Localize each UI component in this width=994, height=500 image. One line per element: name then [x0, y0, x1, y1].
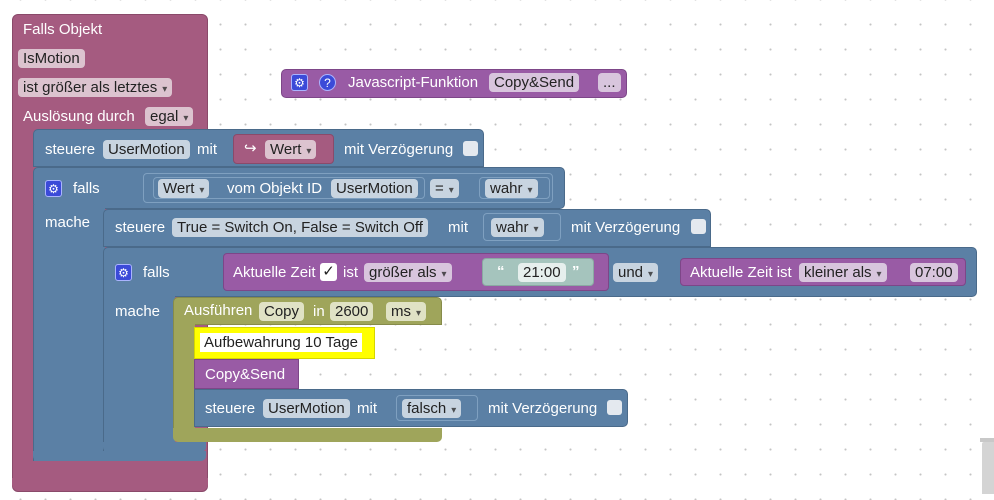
time-1-value-field[interactable]: 21:00: [518, 263, 566, 282]
control-1-delay-checkbox[interactable]: [463, 141, 478, 156]
control-1-var-field[interactable]: UserMotion: [103, 140, 190, 159]
exec-name-field[interactable]: Copy: [259, 302, 305, 321]
control-2-var-field[interactable]: True = Switch On, False = Switch Off: [172, 218, 428, 237]
control-1-label: steuere: [45, 141, 96, 158]
exec-unit-dropdown[interactable]: ms: [386, 302, 427, 321]
gear-icon[interactable]: ⚙: [291, 74, 308, 91]
help-icon[interactable]: ?: [319, 74, 336, 91]
gear-icon[interactable]: ⚙: [115, 264, 132, 281]
call-function-name: Copy&Send: [205, 366, 286, 383]
exec-block-spine: [173, 323, 195, 433]
if-1-value-dropdown[interactable]: Wert: [158, 179, 210, 198]
control-3-with-label: mit: [357, 400, 377, 417]
if-block-inner-spine: [103, 290, 175, 451]
time-2-label: Aktuelle Zeit ist: [690, 264, 792, 281]
time-1-operator-dropdown[interactable]: größer als: [364, 263, 452, 282]
if-block-outer-spine: [33, 205, 105, 461]
if-1-operator-dropdown[interactable]: =: [430, 179, 459, 198]
redirect-arrow-icon: ↪: [244, 140, 257, 157]
control-1-value-dropdown[interactable]: Wert: [265, 140, 317, 159]
trash-icon[interactable]: [982, 442, 994, 494]
call-function-block[interactable]: [194, 359, 299, 389]
gear-icon[interactable]: ⚙: [45, 180, 62, 197]
exec-in-label: in: [313, 303, 325, 320]
js-function-more-button[interactable]: ...: [598, 73, 621, 92]
condition-dropdown[interactable]: ist größer als letztes: [18, 78, 173, 97]
if-1-condition-block[interactable]: [143, 173, 553, 203]
control-2-with-label: mit: [448, 219, 468, 236]
control-2-delay-label: mit Verzögerung: [571, 219, 681, 236]
control-2-delay-checkbox[interactable]: [691, 219, 706, 234]
if-block-outer-bottom: [33, 451, 206, 461]
time-2-value-field[interactable]: 07:00: [910, 263, 958, 282]
event-block-bottom: [12, 478, 208, 490]
control-1-with-label: mit: [197, 141, 217, 158]
control-3-value-dropdown[interactable]: falsch: [402, 399, 462, 418]
if-1-compare-socket[interactable]: [479, 177, 550, 199]
trigger-dropdown[interactable]: egal: [145, 107, 194, 126]
control-2-value-dropdown[interactable]: wahr: [491, 218, 544, 237]
exec-delay-field[interactable]: 2600: [330, 302, 374, 321]
control-2-value-socket[interactable]: [483, 213, 561, 241]
if-1-object-id-field[interactable]: UserMotion: [331, 179, 418, 198]
if-1-value-socket[interactable]: [153, 177, 425, 199]
trash-lid: [980, 438, 994, 442]
time-2-operator-dropdown[interactable]: kleiner als: [799, 263, 887, 282]
time-1-label: Aktuelle Zeit: [233, 264, 316, 281]
object-name-field[interactable]: IsMotion: [18, 49, 85, 68]
comment-text[interactable]: Aufbewahrung 10 Tage: [200, 333, 363, 352]
trigger-label: Auslösung durch: [23, 108, 135, 125]
time-1-is-label: ist: [343, 264, 358, 281]
control-3-var-field[interactable]: UserMotion: [263, 399, 350, 418]
time-1-checkbox[interactable]: ✓: [320, 263, 337, 281]
if-block-inner-bottom: [103, 442, 206, 452]
if-2-label: falls: [143, 264, 170, 281]
if-2-do-label: mache: [115, 303, 161, 320]
control-3-delay-label: mit Verzögerung: [488, 400, 598, 417]
control-3-value-socket[interactable]: [396, 395, 478, 421]
control-2-label: steuere: [115, 219, 166, 236]
if-1-do-label: mache: [45, 214, 91, 231]
logic-operator-dropdown[interactable]: und: [613, 263, 659, 282]
quote-close-icon: ”: [572, 263, 580, 280]
js-function-label: Javascript-Funktion: [348, 74, 479, 91]
if-1-compare-dropdown[interactable]: wahr: [485, 179, 538, 198]
exec-label: Ausführen: [184, 302, 253, 319]
exec-block-bottom: [173, 428, 442, 442]
quote-open-icon: “: [497, 263, 505, 280]
control-1-delay-label: mit Verzögerung: [344, 141, 454, 158]
js-function-name-field[interactable]: Copy&Send: [489, 73, 580, 92]
event-title: Falls Objekt: [23, 21, 103, 38]
control-3-delay-checkbox[interactable]: [607, 400, 622, 415]
if-1-from-object-label: vom Objekt ID: [227, 180, 323, 197]
if-1-label: falls: [73, 180, 100, 197]
control-3-label: steuere: [205, 400, 256, 417]
